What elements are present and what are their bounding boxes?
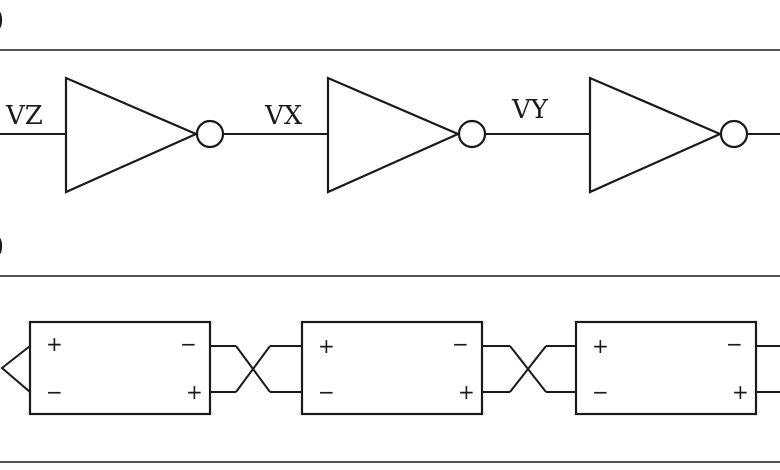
node-label-vx: VX [264, 101, 303, 131]
stage-3-bottom-right-sign: + [732, 380, 749, 404]
stage-3-top-left-sign: + [592, 334, 609, 358]
stage-3-top-right-sign: − [726, 332, 743, 356]
stage-1-bottom-left-sign: − [46, 380, 63, 404]
panel-b-marker: ) [0, 231, 4, 261]
crossover-1-2 [210, 345, 302, 393]
inverter-3-triangle [588, 76, 723, 194]
stage-1-top-right-sign: − [180, 332, 197, 356]
stage-2-top-right-sign: − [452, 332, 469, 356]
diff-stage-1 [28, 320, 212, 416]
inverter-2-triangle [326, 76, 461, 194]
stage-2-bottom-left-sign: − [318, 380, 335, 404]
stage-3-bottom-left-sign: − [592, 380, 609, 404]
inverter-1-bubble [195, 119, 225, 149]
diff-stage-2 [300, 320, 484, 416]
node-label-vz: VZ [5, 101, 43, 131]
diff-stage-3 [574, 320, 758, 416]
differential-chain: + − − + + − − + + − − + [0, 320, 780, 416]
inverter-3-bubble [719, 119, 749, 149]
inverter-1-triangle [64, 76, 199, 194]
panel-a-marker: ) [0, 5, 4, 35]
crossover-2-3 [482, 345, 576, 393]
stage-2-bottom-right-sign: + [458, 380, 475, 404]
stage-1-top-left-sign: + [46, 332, 63, 356]
inverter-2-bubble [457, 119, 487, 149]
node-label-vy: VY [511, 95, 549, 125]
inverter-1 [64, 76, 225, 194]
inverter-2 [326, 76, 487, 194]
stage-2-top-left-sign: + [318, 334, 335, 358]
inverter-chain: VZ VX VY [0, 76, 780, 194]
feedback-wedge [0, 345, 31, 393]
stage-1-bottom-right-sign: + [186, 380, 203, 404]
inverter-3 [588, 76, 749, 194]
